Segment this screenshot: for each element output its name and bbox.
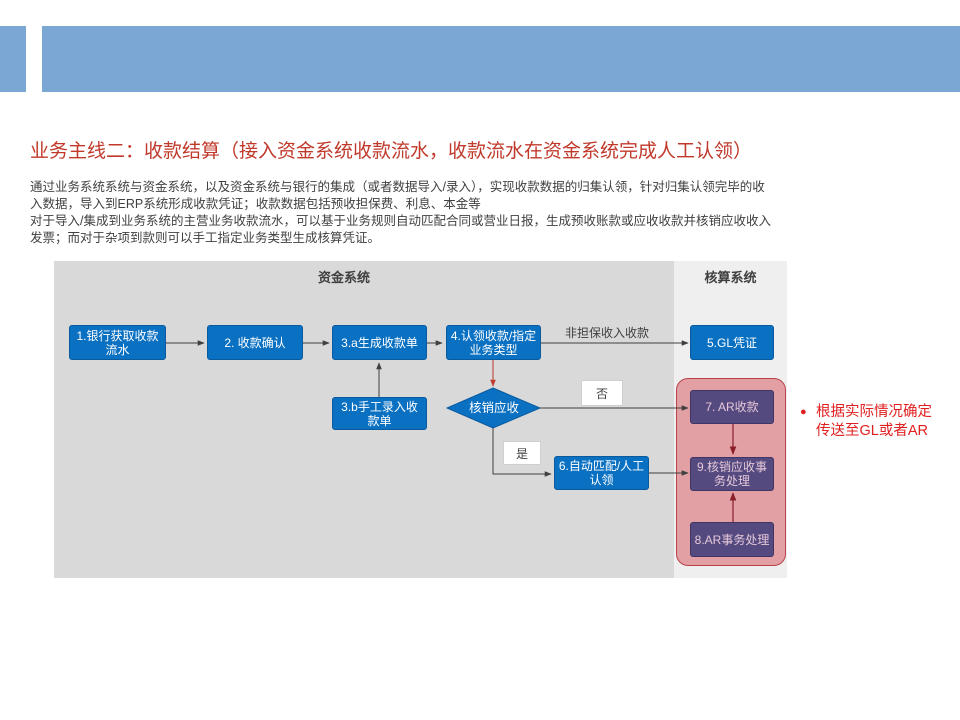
- node-ar-transaction: 8.AR事务处理: [690, 522, 774, 557]
- node-generate-receipt: 3.a生成收款单: [332, 325, 427, 360]
- side-note-text: 根据实际情况确定传送至GL或者AR: [816, 404, 932, 439]
- node-ar-receipt: 7. AR收款: [690, 390, 774, 424]
- side-note: ● 根据实际情况确定传送至GL或者AR: [800, 403, 940, 441]
- decision-label: 核销应收: [468, 400, 519, 415]
- description-line: 对于导入/集成到业务系统的主营业务收款流水，可以基于业务规则自动匹配合同或营业日…: [30, 214, 771, 228]
- node-auto-match: 6.自动匹配/人工认领: [554, 456, 649, 490]
- node-ar-writeoff: 9.核销应收事务处理: [690, 457, 774, 491]
- edge-label-non-guarantee: 非担保收入收款: [565, 326, 650, 340]
- edge-label-no: 否: [581, 380, 623, 406]
- description-line: 发票；而对于杂项到款则可以手工指定业务类型生成核算凭证。: [30, 231, 381, 245]
- node-bank-flow: 1.银行获取收款流水: [69, 325, 166, 360]
- page-title: 业务主线二：收款结算（接入资金系统收款流水，收款流水在资金系统完成人工认领）: [30, 141, 753, 162]
- node-claim-receipt: 4.认领收款/指定业务类型: [446, 325, 541, 360]
- edge-label-yes: 是: [503, 441, 541, 465]
- node-receipt-confirm: 2. 收款确认: [207, 325, 303, 360]
- node-gl-voucher: 5.GL凭证: [690, 325, 774, 360]
- accounting-system-lane-title: 核算系统: [704, 270, 757, 285]
- fund-system-lane-title: 资金系统: [317, 270, 370, 285]
- description: 通过业务系统系统与资金系统，以及资金系统与银行的集成（或者数据导入/录入），实现…: [30, 179, 930, 247]
- node-manual-receipt: 3.b手工录入收款单: [332, 397, 427, 430]
- description-line: 入数据，导入到ERP系统形成收款凭证；收款数据包括预收担保费、利息、本金等: [30, 197, 481, 211]
- description-line: 通过业务系统系统与资金系统，以及资金系统与银行的集成（或者数据导入/录入），实现…: [30, 180, 765, 194]
- header-bar: [42, 26, 960, 92]
- bullet-icon: ●: [800, 406, 807, 418]
- edge-decision-6: [492, 428, 552, 477]
- header-bar-accent: [0, 26, 26, 92]
